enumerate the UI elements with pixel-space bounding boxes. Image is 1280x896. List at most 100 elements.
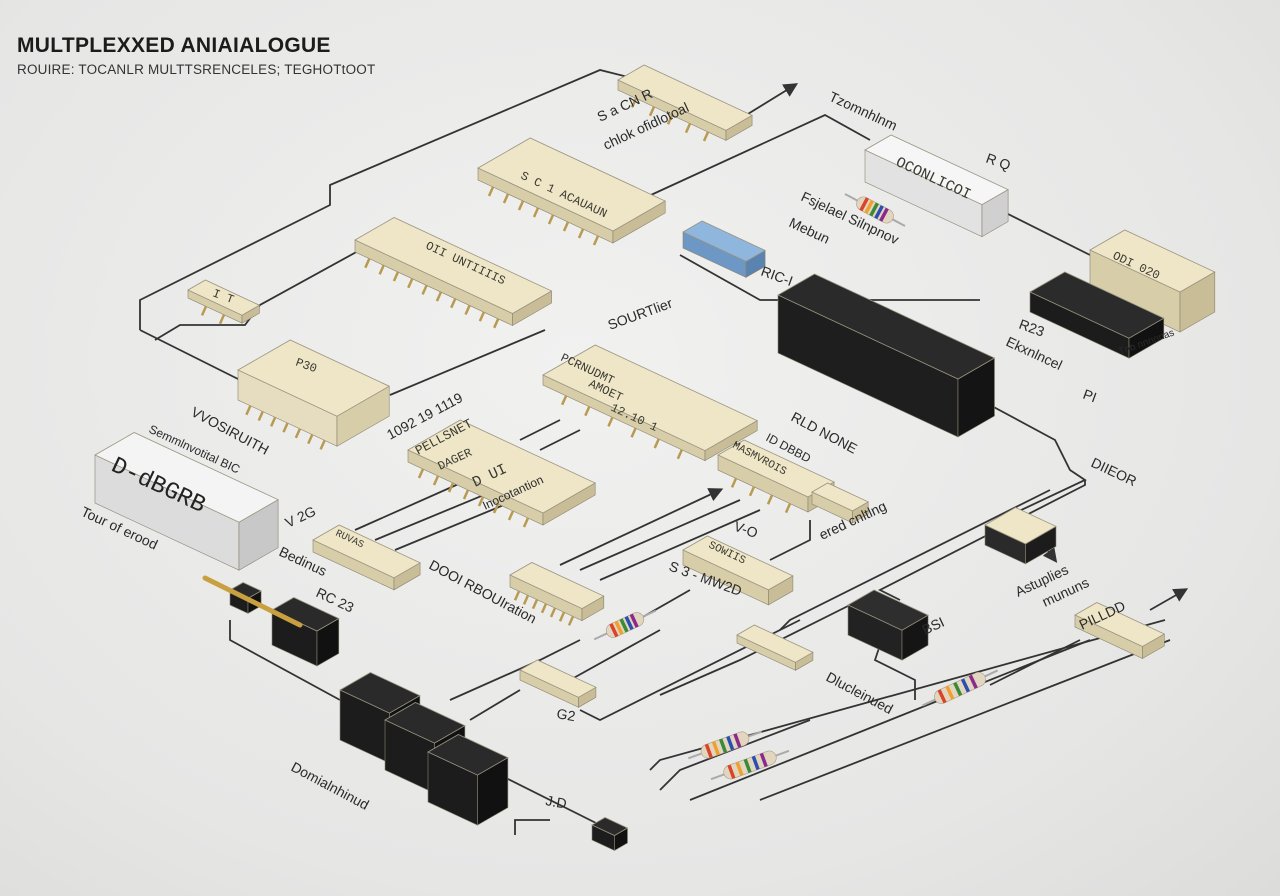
pin xyxy=(307,434,314,445)
small-plug xyxy=(591,817,629,852)
pin xyxy=(540,603,548,614)
small-connector-ered xyxy=(811,482,870,524)
wire xyxy=(139,69,641,330)
band xyxy=(953,681,963,697)
pin xyxy=(784,503,792,514)
pin xyxy=(464,304,471,315)
wire xyxy=(469,689,521,721)
pin xyxy=(547,214,555,225)
small-chip-it xyxy=(187,279,261,325)
black-connector-3 xyxy=(427,734,509,826)
pin xyxy=(584,406,591,417)
wire xyxy=(579,499,741,571)
wire xyxy=(599,509,761,581)
pin xyxy=(447,482,455,493)
center-chip xyxy=(542,344,759,462)
pin xyxy=(477,496,485,507)
band xyxy=(968,674,978,689)
pin xyxy=(666,114,674,125)
band xyxy=(735,761,744,776)
label: V-O xyxy=(732,518,760,541)
small-cap-connector xyxy=(984,507,1057,565)
black-ecu xyxy=(1029,271,1165,359)
wire xyxy=(539,429,581,451)
label: J.D xyxy=(544,792,567,811)
pin xyxy=(513,590,521,601)
pin xyxy=(282,422,289,433)
pin xyxy=(532,207,540,218)
chip-c xyxy=(509,562,605,626)
band xyxy=(869,202,879,217)
resistor xyxy=(710,749,790,781)
pin xyxy=(630,427,637,438)
chip-label: I T xyxy=(211,287,236,308)
band xyxy=(614,620,624,635)
white-module xyxy=(864,134,1009,238)
chip-g2 xyxy=(519,659,597,708)
wires xyxy=(139,69,1189,835)
band xyxy=(945,685,955,700)
wire xyxy=(389,329,546,396)
pin xyxy=(562,221,570,232)
wire xyxy=(649,619,1166,771)
wire xyxy=(1149,588,1189,611)
label: R23 xyxy=(1017,316,1047,340)
chip-pilldd xyxy=(1074,602,1166,660)
pin xyxy=(630,97,638,108)
cream-connector-odi xyxy=(1089,229,1216,333)
wire xyxy=(229,620,341,701)
wire xyxy=(154,249,361,341)
label: Ekxnlncel xyxy=(1004,333,1065,373)
wire xyxy=(579,619,801,722)
wire xyxy=(679,254,980,301)
pin xyxy=(507,510,515,521)
top-chip xyxy=(617,64,753,142)
wire xyxy=(689,639,1091,801)
wire xyxy=(769,520,811,561)
pin xyxy=(522,594,530,605)
pin xyxy=(684,123,692,134)
pin xyxy=(319,439,326,450)
band xyxy=(726,735,735,751)
header-pin xyxy=(202,575,303,628)
pin xyxy=(653,438,660,449)
pin xyxy=(577,228,585,239)
chip-ruvas xyxy=(312,524,421,591)
wire xyxy=(779,489,1051,631)
wire xyxy=(569,629,661,681)
band xyxy=(937,689,947,704)
diagram-title: MULTPLEXXED ANIAIALOGUE xyxy=(17,34,331,57)
label: R Q xyxy=(984,150,1013,174)
pin xyxy=(435,291,443,302)
pin xyxy=(257,411,264,422)
pin xyxy=(487,186,495,197)
band xyxy=(629,613,639,628)
band xyxy=(879,207,889,222)
pin xyxy=(522,517,530,528)
resistor xyxy=(688,730,762,760)
wire xyxy=(659,599,861,696)
label: SOURTlier xyxy=(606,295,675,333)
band xyxy=(733,733,742,748)
band xyxy=(960,678,971,693)
pin xyxy=(676,449,683,460)
pin xyxy=(561,395,568,406)
pin xyxy=(648,106,656,117)
label: DIIEOR xyxy=(1089,454,1139,489)
pin xyxy=(432,475,440,486)
wire xyxy=(519,419,561,441)
pin xyxy=(392,271,400,282)
pin xyxy=(531,599,539,610)
blue-module xyxy=(682,220,766,278)
wire xyxy=(449,639,581,701)
black-box-bsi xyxy=(847,589,929,661)
resistor xyxy=(593,609,657,641)
pin xyxy=(218,314,226,325)
pin xyxy=(478,311,486,322)
gold-connector-p30 xyxy=(237,339,391,450)
label: Tzomnhlnm xyxy=(827,88,900,133)
band xyxy=(711,741,720,756)
band xyxy=(751,755,760,771)
label: V 2G xyxy=(283,503,319,531)
